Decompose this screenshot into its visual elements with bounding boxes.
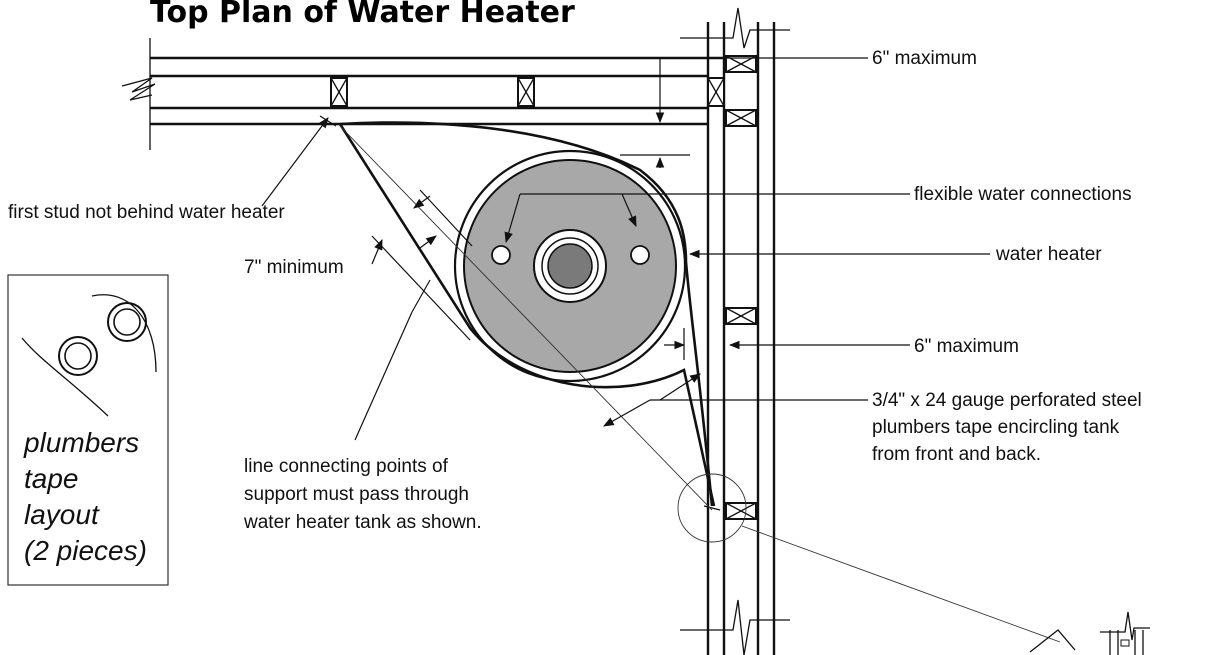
support-line bbox=[339, 125, 713, 511]
label-first-stud: first stud not behind water heater bbox=[8, 202, 285, 223]
stud-right-2 bbox=[725, 109, 757, 127]
legend-line2: tape bbox=[24, 463, 79, 494]
label-support-line1: line connecting points of bbox=[244, 456, 449, 477]
label-flexible-water-connections: flexible water connections bbox=[914, 184, 1132, 205]
label-6in-max-side: 6" maximum bbox=[914, 336, 1019, 357]
detail-circle bbox=[677, 473, 747, 543]
stud-right-3 bbox=[725, 307, 757, 325]
stud-corner bbox=[707, 77, 725, 107]
stud-right-4 bbox=[725, 502, 757, 520]
dimensions bbox=[261, 57, 990, 441]
studs bbox=[330, 55, 757, 520]
label-tape-line1: 3/4" x 24 gauge perforated steel bbox=[872, 390, 1142, 411]
stud-right-1 bbox=[725, 55, 757, 73]
detail-callout bbox=[1029, 611, 1150, 655]
plumbers-tape bbox=[319, 115, 721, 511]
label-support-line3: water heater tank as shown. bbox=[243, 512, 482, 533]
stud-top-1 bbox=[330, 77, 348, 107]
legend-line4: (2 pieces) bbox=[24, 535, 147, 566]
label-7in-minimum: 7" minimum bbox=[244, 257, 344, 278]
flue-core bbox=[547, 243, 593, 289]
label-water-heater: water heater bbox=[995, 244, 1102, 265]
diagram-title: Top Plan of Water Heater bbox=[150, 0, 575, 30]
top-wall bbox=[121, 38, 728, 150]
label-tape-line3: from front and back. bbox=[872, 444, 1041, 465]
legend-line3: layout bbox=[24, 499, 100, 530]
tape-layout-legend: plumbers tape layout (2 pieces) bbox=[7, 274, 169, 586]
label-6in-max-top: 6" maximum bbox=[872, 48, 977, 69]
legend-line1: plumbers bbox=[23, 427, 139, 458]
water-heater-tank bbox=[453, 149, 687, 383]
label-support-line2: support must pass through bbox=[244, 484, 469, 505]
water-connection-right bbox=[630, 245, 650, 265]
right-wall bbox=[680, 7, 790, 655]
label-tape-line2: plumbers tape encircling tank bbox=[872, 417, 1120, 438]
water-connection-left bbox=[491, 245, 511, 265]
stud-top-2 bbox=[517, 77, 535, 107]
